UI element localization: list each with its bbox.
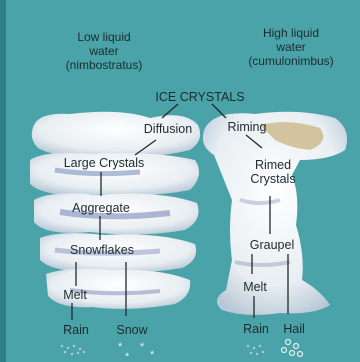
- rain-drops-left: [61, 345, 85, 355]
- left-rain-label: Rain: [60, 323, 92, 337]
- right-cloud: [203, 112, 347, 315]
- svg-text:*: *: [118, 341, 123, 353]
- hail-label: Hail: [280, 322, 308, 336]
- snow-stars: * * * *: [118, 341, 155, 362]
- right-header-line-2: water: [236, 40, 346, 54]
- svg-text:*: *: [125, 351, 130, 362]
- snow-label: Snow: [114, 323, 150, 337]
- left-header-line-2: water: [54, 44, 154, 58]
- right-header-line-1: High liquid: [236, 26, 346, 40]
- riming-label: Riming: [222, 120, 272, 134]
- rimed-crystals-line-2: Crystals: [246, 172, 300, 186]
- svg-text:*: *: [150, 349, 155, 361]
- right-header: High liquid water (cumulonimbus): [236, 26, 346, 68]
- left-header-line-3: (nimbostratus): [54, 58, 154, 72]
- left-header: Low liquid water (nimbostratus): [54, 30, 154, 72]
- right-header-line-3: (cumulonimbus): [236, 54, 346, 68]
- ice-crystals-label: ICE CRYSTALS: [150, 90, 250, 104]
- left-header-line-1: Low liquid: [54, 30, 154, 44]
- hail-stones: [282, 340, 303, 357]
- rimed-crystals-label: Rimed Crystals: [246, 158, 300, 186]
- rain-drops-right: [247, 345, 264, 355]
- left-melt-label: Melt: [58, 288, 92, 302]
- aggregate-label: Aggregate: [66, 201, 136, 215]
- large-crystals-label: Large Crystals: [58, 156, 150, 170]
- svg-text:*: *: [140, 341, 145, 353]
- right-melt-label: Melt: [238, 280, 272, 294]
- snowflakes-label: Snowflakes: [64, 243, 140, 257]
- right-rain-label: Rain: [240, 322, 272, 336]
- rimed-crystals-line-1: Rimed: [246, 158, 300, 172]
- diffusion-label: Diffusion: [136, 122, 200, 136]
- graupel-label: Graupel: [246, 238, 298, 252]
